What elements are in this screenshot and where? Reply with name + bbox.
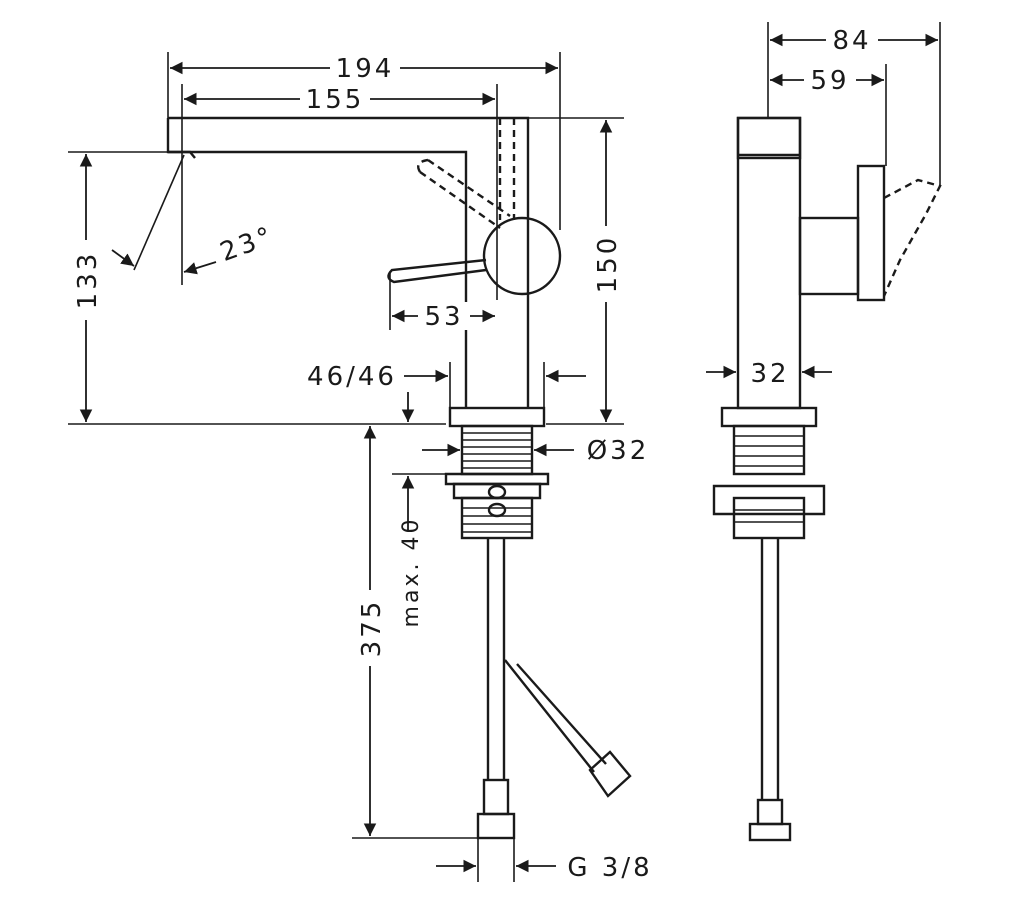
dim-133: 133 bbox=[73, 251, 103, 310]
dimensions: 194 155 133 23° 53 150 46 bbox=[68, 22, 941, 883]
dim-side-32: 32 bbox=[750, 359, 789, 389]
dim-g-3-8: G 3/8 bbox=[567, 853, 652, 883]
dim-23-degrees: 23° bbox=[216, 221, 278, 268]
dim-150: 150 bbox=[593, 235, 623, 294]
lever-knob bbox=[387, 216, 562, 296]
supply-hoses bbox=[476, 538, 632, 840]
thread-lines bbox=[462, 432, 532, 469]
dim-53: 53 bbox=[424, 302, 463, 332]
dim-375: 375 bbox=[357, 599, 387, 658]
dim-84: 84 bbox=[832, 26, 871, 56]
dim-59: 59 bbox=[810, 66, 849, 96]
side-view bbox=[712, 116, 942, 842]
dim-max-40: max. 40 bbox=[399, 517, 424, 628]
handle-open-position bbox=[417, 158, 511, 229]
dim-46-46: 46/46 bbox=[307, 362, 397, 392]
base-and-thread bbox=[444, 406, 550, 540]
dim-194: 194 bbox=[336, 54, 395, 84]
dim-thread-diameter: Ø32 bbox=[587, 436, 650, 466]
dim-155: 155 bbox=[306, 85, 365, 115]
front-view bbox=[166, 116, 632, 840]
